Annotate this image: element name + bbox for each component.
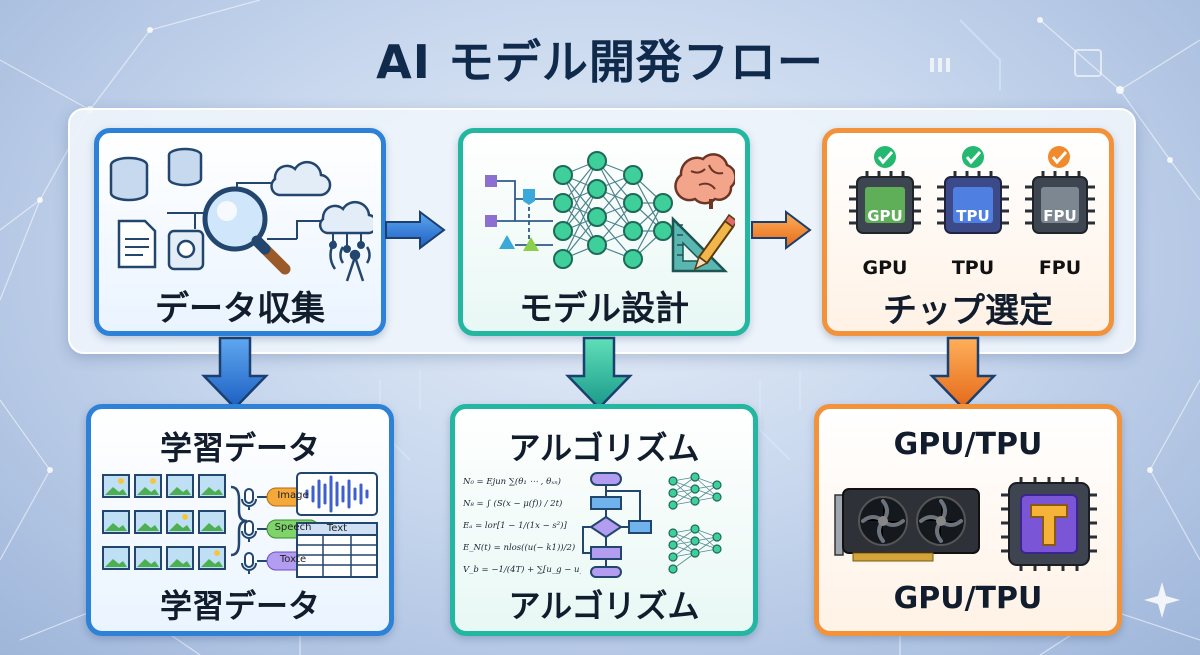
step-label: モデル設計 [519, 289, 689, 329]
formula: V_b = −1/(4T) + ∑[u_g − u_b] [463, 565, 581, 575]
microphone-icon [241, 488, 257, 574]
cloud-icon [270, 160, 373, 235]
pencil-icon [693, 213, 735, 271]
chip-caption-gpu: GPU [862, 257, 908, 279]
formula: N₀ = Ejun ∑(θ₁ ⋯ , θₓₙ) [463, 477, 561, 487]
table-header-text: Text [326, 523, 348, 534]
algorithm-illustration [582, 472, 722, 578]
chip-caption-fpu: FPU [1038, 257, 1082, 279]
formula-list: N₀ = Ejun ∑(θ₁ ⋯ , θₓₙ) N₈ = ∫ (S(x − μ(… [463, 471, 581, 581]
card-heading: GPU/TPU [893, 427, 1043, 462]
step-card-data-collection: データ収集 [94, 128, 386, 336]
formula: Eₐ = lor[1 − 1/(1x − s²)] [463, 521, 567, 531]
step-card-model-design: モデル設計 [458, 128, 750, 336]
page-title: AI モデル開発フロー [376, 35, 824, 89]
graphics-card-icon [834, 488, 980, 562]
step-label: チップ選定 [883, 291, 1053, 331]
tag-toxte: Toxte [279, 554, 307, 565]
formula: N₈ = ∫ (S(x − μ(f)) / 2t) [463, 499, 563, 509]
flowchart-icon [582, 472, 652, 578]
chip-inner-label-tpu: TPU [956, 207, 990, 225]
chip-options-illustration [849, 146, 1095, 234]
ruler-icon [671, 215, 729, 273]
antenna-icon [329, 240, 371, 282]
chip-inner-label-gpu: GPU [867, 207, 903, 225]
step-card-chip-selection: GPU TPU FPU GPU TPU FPU チップ選定 [822, 128, 1114, 336]
network-node [553, 151, 673, 269]
step-label: データ収集 [155, 289, 325, 329]
chip-caption-tpu: TPU [951, 257, 995, 279]
camera-icon [167, 229, 205, 271]
card-heading: 学習データ [159, 429, 320, 467]
network-node [668, 472, 722, 574]
magnifier-icon [202, 186, 291, 275]
card-caption: 学習データ [159, 587, 320, 625]
data-collection-illustration [109, 147, 373, 282]
result-card-training-data: 学習データ Ima [86, 404, 394, 636]
image-thumbnail [102, 474, 226, 570]
result-card-gpu-tpu: GPU/TPU GPU/TPU [814, 404, 1122, 636]
brain-icon [674, 153, 735, 209]
result-card-algorithm: アルゴリズム N₀ = Ejun ∑(θ₁ ⋯ , θₓₙ) N₈ = ∫ (S… [450, 404, 758, 636]
card-caption: GPU/TPU [893, 581, 1043, 616]
document-icon [117, 219, 157, 269]
training-data-illustration [102, 472, 378, 578]
database-icon [109, 147, 203, 202]
card-caption: アルゴリズム [508, 587, 700, 625]
hardware-illustration [834, 477, 1097, 571]
tpu-chip-icon [1001, 477, 1097, 571]
card-heading: アルゴリズム [508, 429, 700, 467]
formula: E_N(t) = nlos((u(− k1))/2) [463, 543, 576, 553]
tag-speech: Speech [274, 522, 312, 533]
chip-inner-label-fpu: FPU [1043, 207, 1077, 225]
tag-image: Image [277, 490, 309, 501]
check-icon [874, 146, 1070, 168]
neural-network-illustration [485, 151, 735, 273]
